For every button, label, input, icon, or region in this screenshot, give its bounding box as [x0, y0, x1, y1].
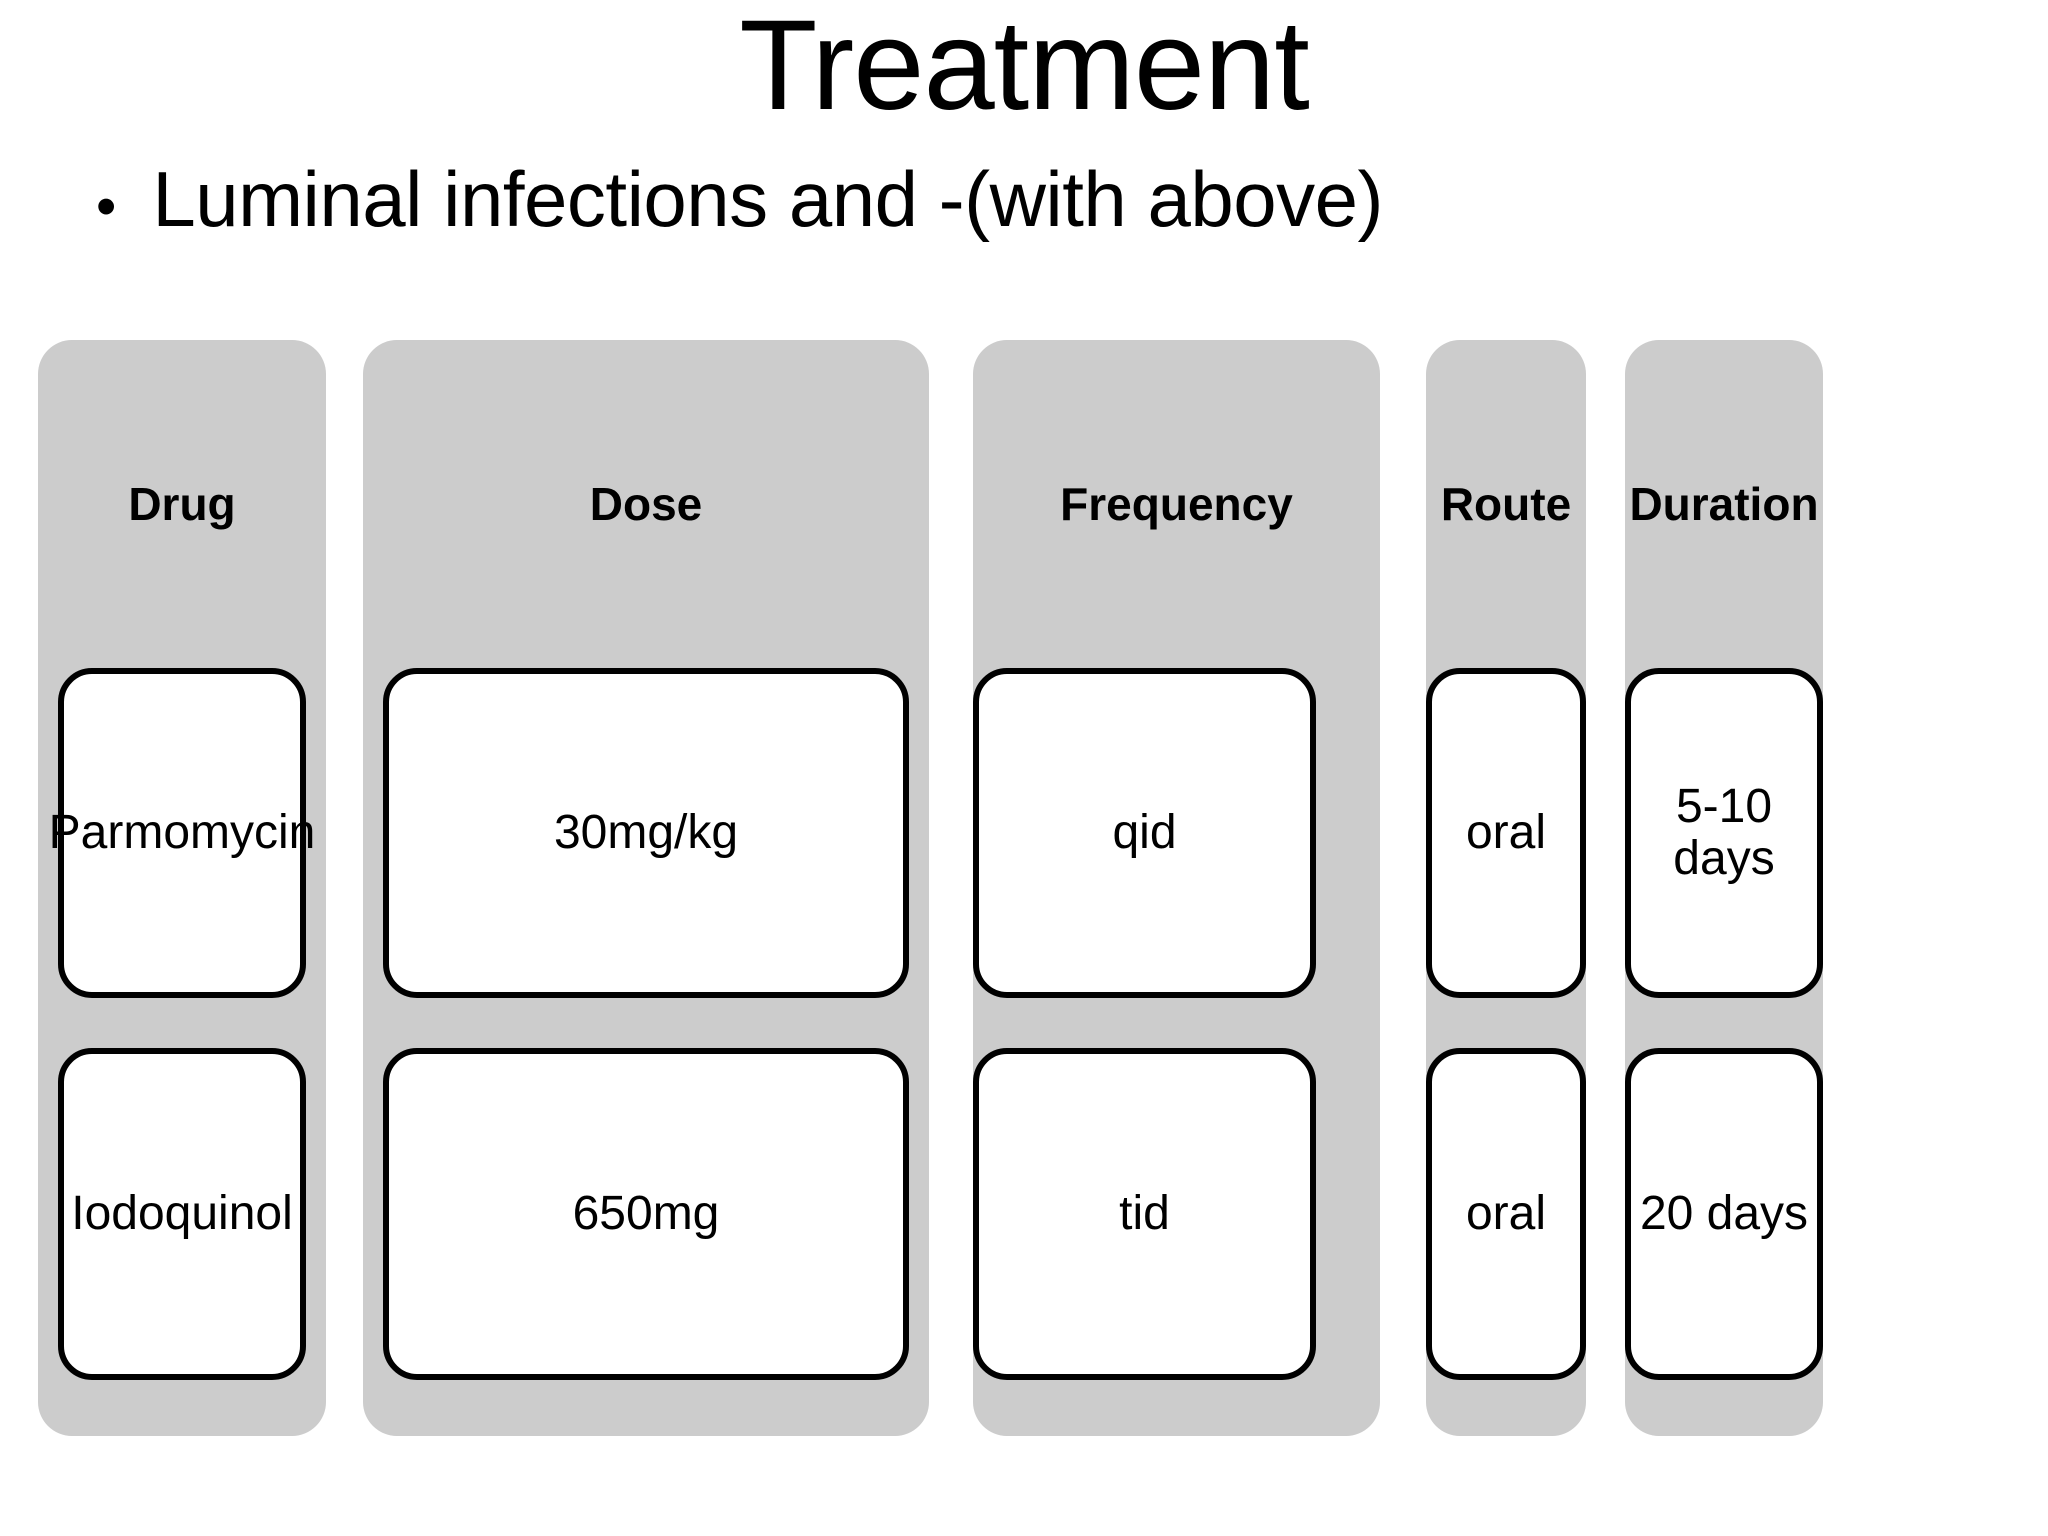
bullet-item-label: Luminal infections and -(with above): [152, 155, 1383, 243]
table-row: qid: [973, 668, 1316, 998]
cell-duration-row-2: 20 days: [1639, 1187, 1809, 1241]
table-row: oral: [1426, 668, 1586, 998]
page-title: Treatment: [739, 0, 1310, 137]
table-column-drug: Drug Parmomycin Iodoquinol: [38, 340, 326, 1436]
cell-frequency-row-1: qid: [1112, 806, 1177, 860]
column-header-drug: Drug: [128, 478, 236, 530]
column-header-duration: Duration: [1629, 478, 1819, 530]
table-row: Iodoquinol: [58, 1048, 306, 1380]
bullet-marker-icon: •: [96, 174, 117, 239]
table-column-frequency: Frequency qid tid: [973, 340, 1380, 1436]
column-header-route: Route: [1440, 478, 1572, 530]
table-row: 20 days: [1625, 1048, 1823, 1380]
cell-drug-row-1: Parmomycin: [48, 806, 316, 860]
table-row: Parmomycin: [49, 668, 315, 998]
bullet-list-item: • Luminal infections and -(with above): [96, 160, 1383, 238]
cell-frequency-row-2: tid: [1119, 1187, 1170, 1241]
cell-dose-row-2: 650mg: [572, 1187, 720, 1241]
cell-duration-row-1: 5-10 days: [1673, 780, 1775, 885]
cell-drug-row-2: Iodoquinol: [71, 1187, 293, 1241]
cell-dose-row-1: 30mg/kg: [553, 806, 739, 860]
table-row: tid: [973, 1048, 1316, 1380]
column-header-frequency: Frequency: [1060, 478, 1293, 530]
table-row: oral: [1426, 1048, 1586, 1380]
column-header-dose: Dose: [589, 478, 703, 530]
table-row: 650mg: [383, 1048, 909, 1380]
cell-route-row-2: oral: [1465, 1187, 1547, 1241]
cell-route-row-1: oral: [1465, 806, 1547, 860]
table-column-duration: Duration 5-10 days 20 days: [1625, 340, 1823, 1436]
table-column-route: Route oral oral: [1426, 340, 1586, 1436]
table-column-dose: Dose 30mg/kg 650mg: [363, 340, 929, 1436]
table-row: 30mg/kg: [383, 668, 909, 998]
table-row: 5-10 days: [1625, 668, 1823, 998]
